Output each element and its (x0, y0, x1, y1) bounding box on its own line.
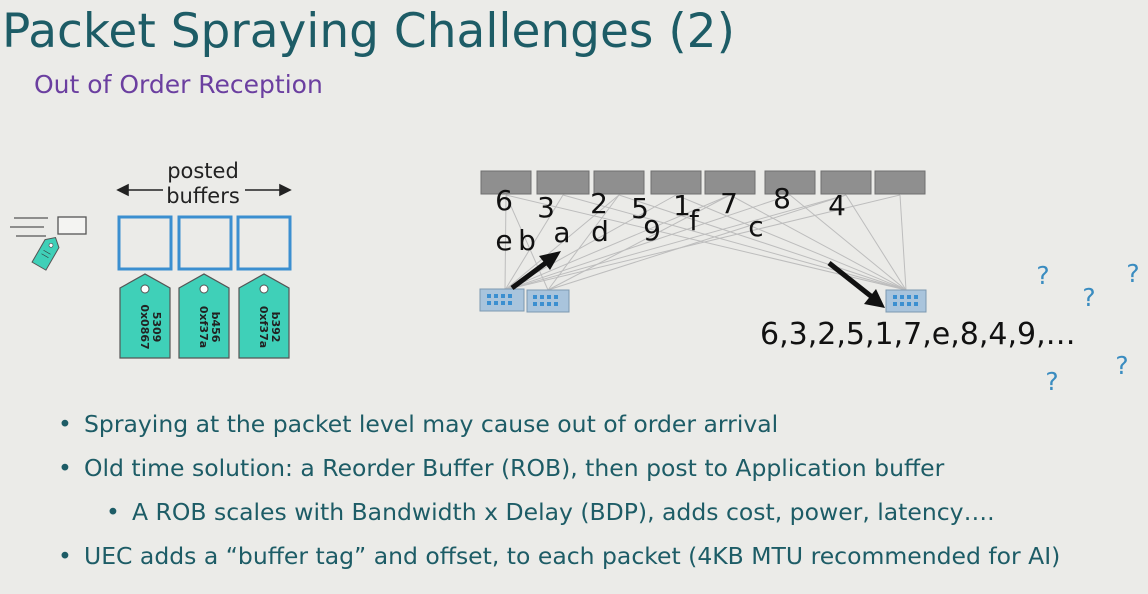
buffer-box (236, 215, 292, 271)
packet-label: 6 (495, 184, 513, 217)
packet-label: b (518, 224, 536, 257)
width-arrow (116, 183, 292, 197)
question-mark: ? (1082, 283, 1095, 312)
packet-label: 4 (828, 189, 846, 222)
buffer-tag: 0x0867 5309 (119, 273, 171, 359)
tag-id-line2: b392 (269, 312, 282, 343)
buffer-box (177, 215, 233, 271)
tag-id-line2: 5309 (150, 312, 163, 343)
packet-label: d (591, 215, 609, 248)
tag-id-line1: 0xf37a (197, 306, 210, 348)
tag-icon (31, 236, 60, 271)
slide-subtitle: Out of Order Reception (34, 70, 323, 99)
sender-endpoint (479, 288, 525, 312)
buffer-tag: 0xf37a b392 (238, 273, 290, 359)
packet-label: 8 (773, 182, 791, 215)
diagram: posted buffers 0x0867 5309 0xf37a b456 (10, 159, 1140, 396)
bullet-list: Spraying at the packet level may cause o… (58, 410, 1148, 586)
spine-switches (480, 170, 926, 195)
posted-label-line1: posted (167, 159, 239, 183)
packet-labels: 6 3 2 5 1 7 8 4 e b a d 9 f c (495, 182, 846, 257)
bullet-item: Spraying at the packet level may cause o… (58, 410, 1148, 438)
receive-arrow (827, 261, 885, 308)
question-mark: ? (1126, 259, 1139, 288)
slide-title: Packet Spraying Challenges (2) (2, 4, 735, 59)
packet-label: 2 (590, 187, 608, 220)
question-mark: ? (1045, 367, 1058, 396)
fabric-links (504, 194, 907, 291)
receiver-endpoint (885, 289, 927, 313)
packet-label: e (495, 224, 512, 257)
packet-label: 9 (643, 214, 661, 247)
question-mark: ? (1036, 261, 1049, 290)
question-mark: ? (1115, 351, 1128, 380)
posted-buffers-figure: posted buffers 0x0867 5309 0xf37a b456 (10, 159, 292, 359)
packet-label: c (748, 210, 763, 243)
tag-id-line2: b456 (209, 312, 222, 343)
envelope-icon (10, 216, 87, 237)
packet-label: a (553, 216, 570, 249)
buffer-tag: 0xf37a b456 (178, 273, 230, 359)
tag-id-line1: 0x0867 (138, 304, 151, 349)
packet-label: 7 (720, 187, 738, 220)
received-sequence: 6,3,2,5,1,7,e,8,4,9,… (760, 317, 1076, 352)
bullet-item: Old time solution: a Reorder Buffer (ROB… (58, 454, 1148, 482)
packet-label: 1 (673, 189, 691, 222)
packet-label: f (689, 204, 700, 237)
sub-bullet-item: A ROB scales with Bandwidth x Delay (BDP… (106, 498, 1148, 526)
send-arrow (510, 251, 561, 291)
bullet-item: UEC adds a “buffer tag” and offset, to e… (58, 542, 1148, 570)
posted-label-line2: buffers (166, 184, 240, 208)
buffer-box (117, 215, 173, 271)
sender-endpoint (526, 289, 570, 313)
question-marks: ? ? ? ? ? (1036, 259, 1139, 396)
spraying-figure: 6 3 2 5 1 7 8 4 e b a d 9 f c 6,3,2,5,1,… (479, 170, 1140, 396)
tag-id-line1: 0xf37a (257, 306, 270, 348)
packet-label: 3 (537, 191, 555, 224)
packet-label: 5 (631, 192, 649, 225)
